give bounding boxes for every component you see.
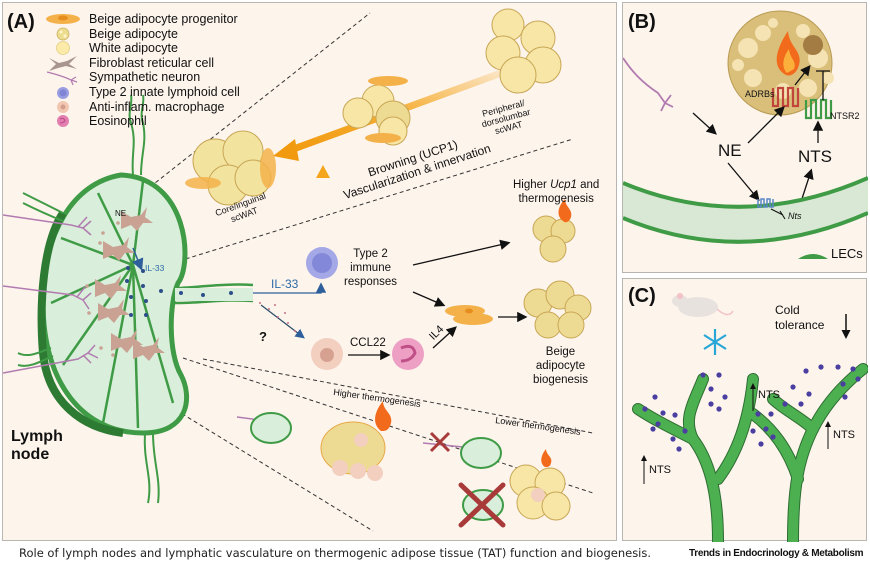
legend-icons bbox=[46, 14, 80, 127]
il33-outer-label: IL-33 bbox=[271, 277, 299, 291]
beige-adipocyte-icon bbox=[56, 27, 70, 41]
progenitor-cells bbox=[445, 305, 493, 325]
macrophage-cell bbox=[311, 338, 343, 370]
dashed-wedge-lines bbox=[149, 12, 594, 532]
type2-to-progenitor-arrow bbox=[412, 291, 446, 307]
il4-arrow bbox=[432, 326, 457, 349]
browning-adipocyte-cluster bbox=[342, 76, 411, 146]
sympathetic-neuron-icon bbox=[623, 57, 674, 112]
lymph-node-label: Lymph node bbox=[11, 428, 63, 464]
legend-item: Type 2 innate lymphoid cell bbox=[89, 84, 240, 99]
legend-item: Sympathetic neuron bbox=[89, 70, 201, 85]
ne-label: NE bbox=[115, 209, 127, 218]
higher-ucp1-line2: thermogenesis bbox=[518, 193, 594, 205]
mouse-icon bbox=[672, 293, 734, 317]
type2-line2: immune bbox=[350, 262, 391, 274]
higher-thermogenesis-illustration bbox=[236, 401, 392, 481]
panel-b: (B) ADRBs NTSR2 NE NTS Nts LECs bbox=[622, 2, 868, 273]
adr-receptor-small bbox=[757, 198, 774, 208]
beige-adipocyte-progenitor-icon bbox=[46, 14, 80, 24]
panel-a-label: (A) bbox=[7, 11, 35, 33]
question-dotted-arrow bbox=[259, 302, 305, 339]
nts-label-b: NTS bbox=[798, 147, 832, 166]
question-mark: ? bbox=[259, 329, 267, 344]
cold-tolerance-label: Cold tolerance bbox=[775, 303, 824, 333]
white-adipocyte-icon bbox=[56, 41, 70, 55]
panel-b-artwork bbox=[623, 10, 868, 259]
ntsr2-label: NTSR2 bbox=[830, 111, 860, 121]
peripheral-white-adipocyte-cluster bbox=[485, 8, 562, 94]
ucp1-gene: Ucp1 bbox=[550, 179, 577, 191]
panel-c: (C) Cold tolerance NTS NTS NTS bbox=[622, 278, 868, 542]
lymph-node bbox=[3, 94, 254, 504]
il33-arrow bbox=[253, 282, 327, 294]
lymphatic-vessels-fill bbox=[633, 364, 868, 542]
anti-inflammatory-macrophage-icon bbox=[57, 101, 69, 113]
type2-innate-lymphoid-cell-icon bbox=[57, 87, 69, 99]
nts-gene-label: Nts bbox=[788, 211, 802, 221]
type2-line3: responses bbox=[344, 276, 398, 288]
eosinophil-icon bbox=[57, 115, 69, 127]
nts-label-1: NTS bbox=[758, 389, 780, 401]
nts-label-2: NTS bbox=[649, 464, 671, 476]
legend-item: Beige adipocyte progenitor bbox=[89, 12, 238, 26]
lecs-label: LECs bbox=[831, 246, 863, 261]
beige-adipocyte-cell bbox=[727, 10, 834, 116]
sympathetic-neuron-icon bbox=[46, 71, 78, 86]
type2-to-higher-ucp1-arrow bbox=[412, 239, 511, 266]
beige-biogenesis-label: Beige adipocyte biogenesis bbox=[533, 345, 588, 387]
legend-item: Beige adipocyte bbox=[89, 26, 178, 41]
panel-a-artwork bbox=[3, 8, 594, 532]
panel-c-label: (C) bbox=[628, 285, 656, 307]
legend-item: Anti-inflam. macrophage bbox=[89, 99, 225, 114]
nts-label-3: NTS bbox=[833, 429, 855, 441]
snowflake-icon bbox=[703, 329, 727, 355]
lecs-icon bbox=[798, 254, 828, 259]
il33-inner-label: IL-33 bbox=[145, 263, 165, 273]
journal-name: Trends in Endocrinology & Metabolism bbox=[689, 548, 864, 559]
cold-line2: tolerance bbox=[775, 318, 825, 332]
thermogenic-beige-cluster bbox=[532, 199, 576, 263]
higher-ucp1-label: Higher Ucp1 and thermogenesis bbox=[513, 178, 599, 206]
panel-b-label: (B) bbox=[628, 11, 656, 33]
beige-biogenesis-cluster bbox=[523, 280, 592, 339]
ntsr2-receptor bbox=[804, 98, 833, 120]
lower-thermogenesis-illustration bbox=[422, 431, 571, 528]
legend-item: White adipocyte bbox=[89, 41, 178, 56]
eosinophil-cell bbox=[392, 338, 424, 370]
nts-dots bbox=[642, 364, 861, 452]
ilc2-cell bbox=[306, 247, 338, 279]
lymph-node-label-line2: node bbox=[11, 446, 50, 463]
higher-ucp1-line1: Higher Ucp1 and bbox=[513, 178, 599, 192]
fibroblast-reticular-cell-icon bbox=[49, 56, 77, 71]
legend-item: Fibroblast reticular cell bbox=[89, 55, 215, 70]
browning-arrowhead bbox=[273, 139, 299, 161]
ccl22-label: CCL22 bbox=[350, 337, 386, 349]
legend: Beige adipocyte progenitor Beige adipocy… bbox=[89, 12, 240, 129]
beige-bio-line1: Beige bbox=[545, 346, 576, 358]
legend-item: Eosinophil bbox=[89, 114, 147, 129]
lymphatic-vessel bbox=[623, 176, 868, 244]
type2-line1: Type 2 bbox=[353, 248, 388, 260]
panel-c-artwork bbox=[632, 293, 868, 542]
cold-line1: Cold bbox=[775, 303, 800, 317]
figure-caption: Role of lymph nodes and lymphatic vascul… bbox=[19, 546, 652, 560]
adrbs-label: ADRBs bbox=[745, 89, 775, 99]
beige-bio-line3: biogenesis bbox=[533, 374, 588, 386]
higher-ucp1-pre: Higher bbox=[513, 179, 551, 191]
panel-a: (A) Beige adipocyte progenitor Beige adi… bbox=[2, 2, 617, 541]
adrbs-receptor bbox=[771, 86, 800, 108]
core-inguinal-scwat-cluster bbox=[185, 130, 276, 206]
higher-ucp1-post: and bbox=[576, 179, 600, 191]
ne-label-b: NE bbox=[718, 141, 742, 160]
lymph-node-label-line1: Lymph bbox=[11, 428, 63, 445]
type2-immune-label: Type 2 immune responses bbox=[344, 247, 397, 289]
beige-bio-line2: adipocyte bbox=[535, 360, 586, 372]
